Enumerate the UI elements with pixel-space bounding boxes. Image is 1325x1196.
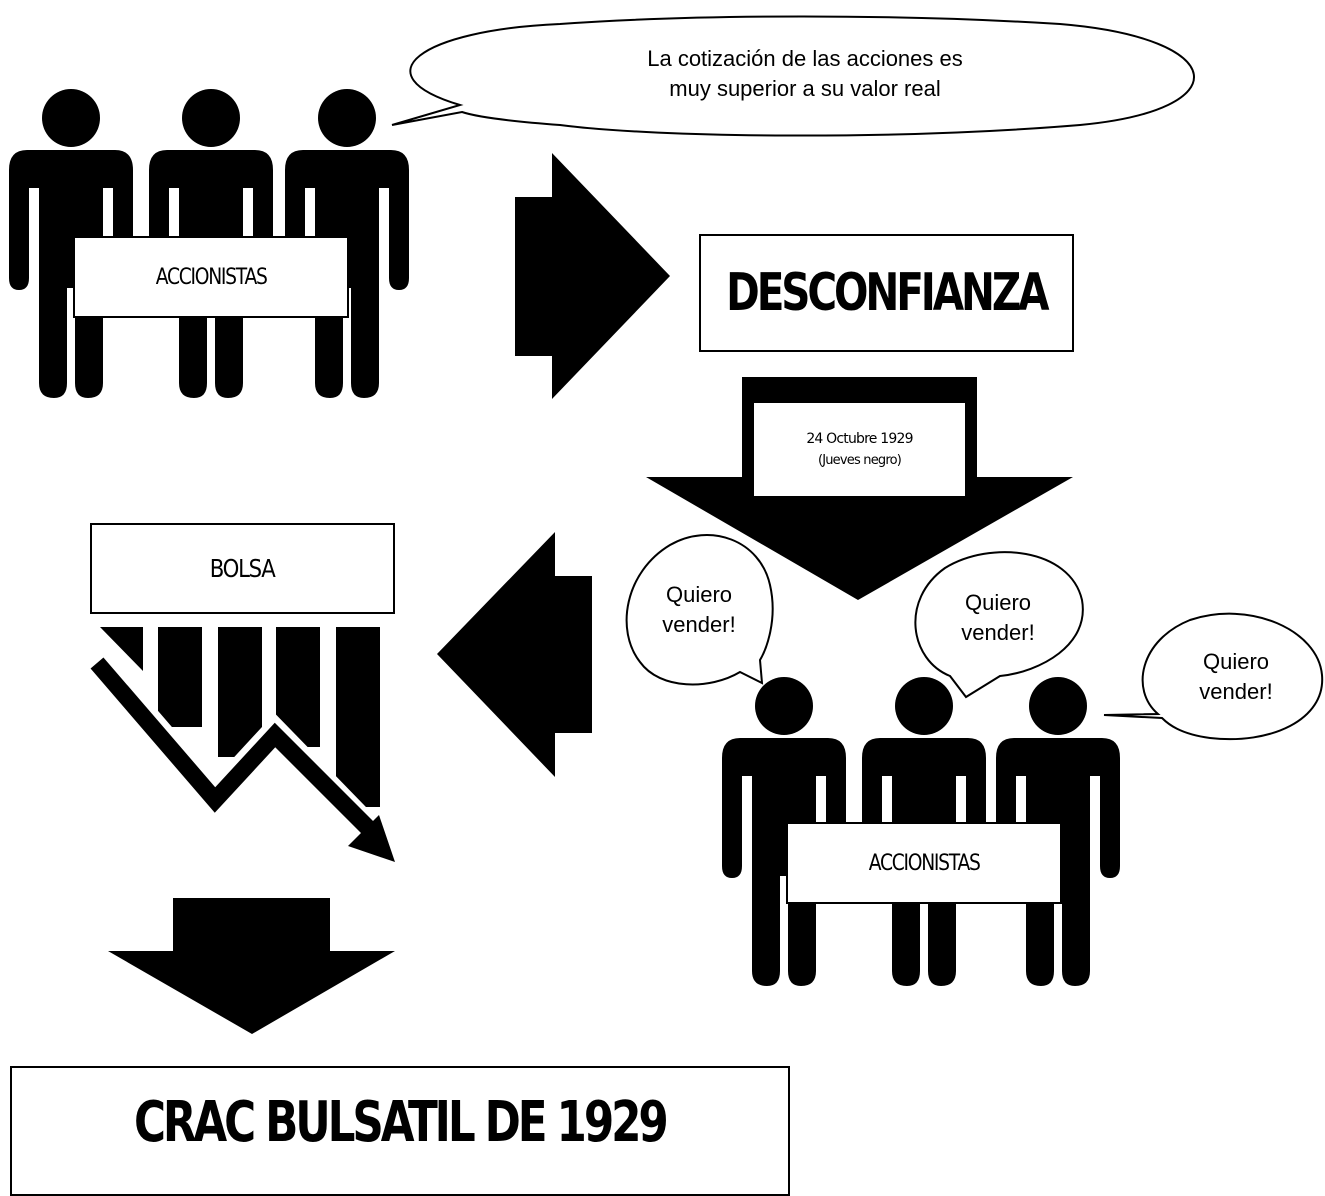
top-speech-text: La cotización de las acciones es muy sup… — [560, 44, 1050, 104]
stock-crash-icon — [85, 627, 395, 862]
speech-text-2: Quiero vender! — [940, 588, 1056, 648]
speech-bubble-1 — [625, 534, 774, 686]
bottom-shareholders-sign: ACCIONISTAS — [786, 822, 1062, 904]
crash-conclusion-box: CRAC BULSATIL DE 1929 — [10, 1066, 790, 1196]
date-line: 24 Octubre 1929 — [806, 430, 913, 447]
date-subtitle: (Jueves negro) — [817, 452, 902, 468]
big-down-arrow-icon — [108, 898, 395, 1034]
stock-exchange-box: BOLSA — [90, 523, 395, 614]
speech-bubble-3 — [1103, 612, 1324, 741]
right-arrow-icon — [515, 153, 670, 399]
top-speech-bubble — [391, 15, 1195, 137]
top-shareholders-sign: ACCIONISTAS — [73, 236, 349, 318]
distrust-box: DESCONFIANZA — [699, 234, 1074, 352]
crash-title: CRAC BULSATIL DE 1929 — [134, 1090, 669, 1155]
speech-bubble-2 — [914, 551, 1084, 699]
shareholders-label: ACCIONISTAS — [155, 264, 268, 290]
speech-line: Quiero — [665, 582, 733, 607]
distrust-title: DESCONFIANZA — [726, 263, 1049, 323]
speech-text-3: Quiero vender! — [1178, 647, 1294, 707]
speech-line: La cotización de las acciones es — [647, 46, 963, 71]
date-box: 24 Octubre 1929 (Jueves negro) — [754, 403, 965, 496]
speech-text-1: Quiero vender! — [643, 580, 755, 640]
speech-line: Quiero — [964, 590, 1032, 615]
speech-line: muy superior a su valor real — [669, 76, 941, 101]
stock-exchange-label: BOLSA — [210, 554, 276, 583]
speech-line: vender! — [1199, 679, 1273, 704]
speech-line: Quiero — [1202, 649, 1270, 674]
speech-line: vender! — [961, 620, 1035, 645]
speech-line: vender! — [662, 612, 736, 637]
left-arrow-icon — [437, 532, 592, 777]
shareholders-label: ACCIONISTAS — [868, 850, 981, 876]
